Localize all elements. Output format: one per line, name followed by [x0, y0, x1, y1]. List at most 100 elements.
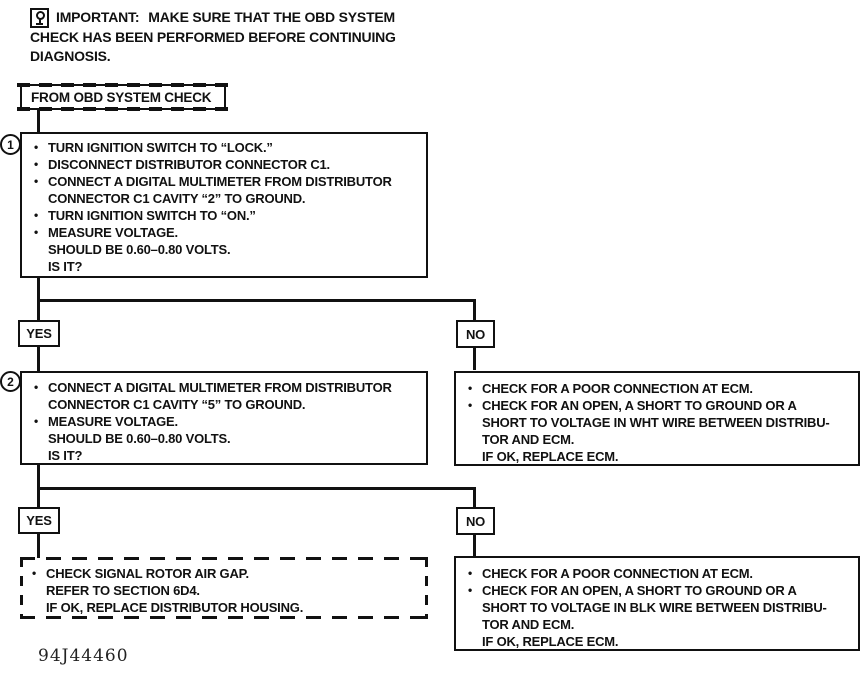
instruction-row: IF OK, REPLACE ECM. — [468, 448, 852, 465]
step1-box: • TURN IGNITION SWITCH TO “LOCK.” • DISC… — [20, 132, 428, 278]
important-icon-head — [36, 11, 45, 20]
step2-box: • CONNECT A DIGITAL MULTIMETER FROM DIST… — [20, 371, 428, 465]
connector-no1-action — [473, 348, 476, 370]
instruction-row: SHORT TO VOLTAGE IN WHT WIRE BETWEEN DIS… — [468, 414, 852, 431]
connector-entry-step1 — [37, 110, 40, 133]
bullet-spacer — [34, 447, 48, 464]
yes-box-1: YES — [18, 320, 60, 347]
bullet-icon: • — [468, 398, 473, 412]
instruction-text: SHOULD BE 0.60–0.80 VOLTS. — [48, 431, 231, 446]
connector-yes1-step2 — [37, 347, 40, 372]
entry-dash-bottom — [17, 107, 231, 111]
bullet-icon: • — [468, 583, 473, 597]
note-text-3: DIAGNOSIS. — [30, 48, 111, 64]
bullet-spacer — [34, 258, 48, 275]
instruction-row: SHORT TO VOLTAGE IN BLK WIRE BETWEEN DIS… — [468, 599, 852, 616]
branch2-hline — [37, 487, 476, 490]
instruction-row: IF OK, REPLACE DISTRIBUTOR HOUSING. — [32, 599, 422, 616]
instruction-text: IS IT? — [48, 259, 83, 274]
bullet-spacer — [468, 431, 482, 448]
instruction-text: TOR AND ECM. — [482, 617, 575, 632]
note-line-1: IMPORTANT: MAKE SURE THAT THE OBD SYSTEM — [30, 8, 450, 28]
instruction-row: CONNECTOR C1 CAVITY “5” TO GROUND. — [34, 396, 420, 413]
important-icon-stem — [38, 18, 41, 23]
instruction-text: CHECK FOR A POOR CONNECTION AT ECM. — [482, 381, 753, 396]
instruction-row: IS IT? — [34, 447, 420, 464]
instruction-text: IS IT? — [48, 448, 83, 463]
yes-box-2: YES — [18, 507, 60, 534]
bullet-spacer — [34, 190, 48, 207]
instruction-text: CHECK FOR AN OPEN, A SHORT TO GROUND OR … — [482, 583, 797, 598]
instruction-text: TURN IGNITION SWITCH TO “ON.” — [48, 208, 256, 223]
entry-label: FROM OBD SYSTEM CHECK — [31, 89, 212, 105]
instruction-text: CHECK FOR A POOR CONNECTION AT ECM. — [482, 566, 753, 581]
step1-number: 1 — [0, 134, 21, 155]
instruction-row: TOR AND ECM. — [468, 431, 852, 448]
note-text-1: MAKE SURE THAT THE OBD SYSTEM — [148, 9, 396, 25]
instruction-row: • CHECK FOR A POOR CONNECTION AT ECM. — [468, 380, 852, 397]
instruction-row: SHOULD BE 0.60–0.80 VOLTS. — [34, 241, 420, 258]
branch2-drop-no — [473, 489, 476, 508]
note-title: IMPORTANT: — [56, 9, 140, 25]
instruction-text: SHORT TO VOLTAGE IN WHT WIRE BETWEEN DIS… — [482, 415, 830, 430]
connector-yes2-action — [37, 534, 40, 558]
no-box-1: NO — [456, 320, 495, 348]
action-box-yes2: • CHECK SIGNAL ROTOR AIR GAP. REFER TO S… — [20, 557, 428, 619]
instruction-row: • TURN IGNITION SWITCH TO “ON.” — [34, 207, 420, 224]
note-text-2: CHECK HAS BEEN PERFORMED BEFORE CONTINUI… — [30, 29, 396, 45]
bullet-icon: • — [34, 140, 39, 154]
instruction-text: CHECK SIGNAL ROTOR AIR GAP. — [46, 566, 249, 581]
instruction-text: CHECK FOR AN OPEN, A SHORT TO GROUND OR … — [482, 398, 797, 413]
bullet-icon: • — [32, 566, 37, 580]
instruction-text: TURN IGNITION SWITCH TO “LOCK.” — [48, 140, 273, 155]
instruction-row: • CHECK SIGNAL ROTOR AIR GAP. — [32, 565, 422, 582]
bullet-spacer — [468, 414, 482, 431]
branch1-drop-no — [473, 301, 476, 321]
instruction-text: IF OK, REPLACE DISTRIBUTOR HOUSING. — [46, 600, 304, 615]
connector-step2-branch — [37, 465, 40, 489]
bullet-icon: • — [468, 381, 473, 395]
instruction-row: IS IT? — [34, 258, 420, 275]
branch1-drop-yes — [37, 301, 40, 321]
no-box-2: NO — [456, 507, 495, 535]
instruction-text: DISCONNECT DISTRIBUTOR CONNECTOR C1. — [48, 157, 330, 172]
branch1-hline — [37, 299, 476, 302]
step2-number: 2 — [0, 371, 21, 392]
instruction-row: IF OK, REPLACE ECM. — [468, 633, 852, 650]
bullet-spacer — [34, 430, 48, 447]
instruction-row: CONNECTOR C1 CAVITY “2” TO GROUND. — [34, 190, 420, 207]
bullet-spacer — [32, 582, 46, 599]
bullet-spacer — [34, 241, 48, 258]
branch2-drop-yes — [37, 489, 40, 508]
instruction-row: • CHECK FOR AN OPEN, A SHORT TO GROUND O… — [468, 397, 852, 414]
bullet-spacer — [468, 616, 482, 633]
bullet-spacer — [468, 599, 482, 616]
bullet-icon: • — [468, 566, 473, 580]
bullet-icon: • — [34, 157, 39, 171]
bullet-spacer — [32, 599, 46, 616]
instruction-text: CONNECTOR C1 CAVITY “2” TO GROUND. — [48, 191, 306, 206]
instruction-row: • CHECK FOR A POOR CONNECTION AT ECM. — [468, 565, 852, 582]
bullet-spacer — [468, 448, 482, 465]
instruction-row: • TURN IGNITION SWITCH TO “LOCK.” — [34, 139, 420, 156]
instruction-text: IF OK, REPLACE ECM. — [482, 449, 619, 464]
bullet-icon: • — [34, 174, 39, 188]
action-box-no1: • CHECK FOR A POOR CONNECTION AT ECM. • … — [454, 371, 860, 466]
instruction-row: • MEASURE VOLTAGE. — [34, 413, 420, 430]
figure-code: 94J44460 — [38, 646, 129, 666]
bullet-spacer — [34, 396, 48, 413]
instruction-text: IF OK, REPLACE ECM. — [482, 634, 619, 649]
instruction-row: • CONNECT A DIGITAL MULTIMETER FROM DIST… — [34, 173, 420, 190]
action-box-no2: • CHECK FOR A POOR CONNECTION AT ECM. • … — [454, 556, 860, 651]
instruction-row: TOR AND ECM. — [468, 616, 852, 633]
bullet-icon: • — [34, 225, 39, 239]
entry-box: FROM OBD SYSTEM CHECK — [17, 83, 231, 111]
instruction-text: CONNECTOR C1 CAVITY “5” TO GROUND. — [48, 397, 306, 412]
important-icon-base — [36, 23, 43, 25]
instruction-text: SHOULD BE 0.60–0.80 VOLTS. — [48, 242, 231, 257]
important-note: IMPORTANT: MAKE SURE THAT THE OBD SYSTEM… — [30, 8, 450, 66]
bullet-icon: • — [34, 380, 39, 394]
instruction-text: SHORT TO VOLTAGE IN BLK WIRE BETWEEN DIS… — [482, 600, 827, 615]
instruction-text: MEASURE VOLTAGE. — [48, 414, 178, 429]
